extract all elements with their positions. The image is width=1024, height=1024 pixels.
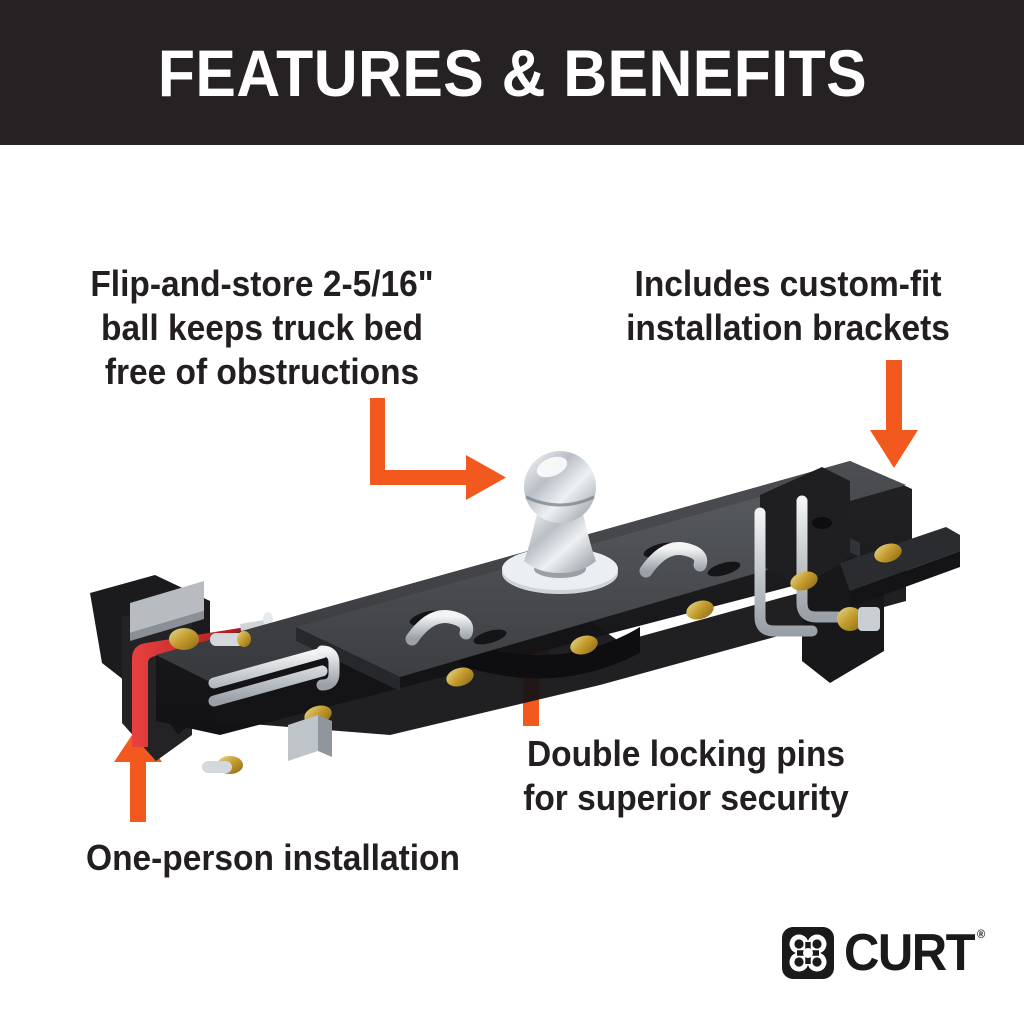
locking-latch-block	[288, 715, 332, 761]
brand-logo: CURT®	[782, 922, 985, 984]
brand-name: CURT	[844, 923, 976, 982]
callout-text-install: One-person installation	[86, 837, 460, 878]
header-bar: FEATURES & BENEFITS	[0, 0, 1024, 145]
callout-text-brackets: Includes custom-fit installation bracket…	[626, 263, 950, 348]
registered-mark: ®	[976, 928, 986, 941]
brand-wordmark: CURT®	[844, 923, 985, 982]
elbow-down-right-arrow-icon	[370, 398, 506, 500]
callout-text-ball: Flip-and-store 2-5/16" ball keeps truck …	[90, 263, 434, 392]
product-image-gooseneck-hitch	[90, 451, 960, 774]
hitch-ball-chrome	[502, 451, 618, 594]
locking-pin	[837, 607, 880, 631]
page-title: FEATURES & BENEFITS	[157, 35, 867, 110]
down-arrow-icon	[870, 360, 918, 468]
mounting-stud	[202, 631, 251, 773]
u-bolt-hardware	[208, 495, 858, 707]
callout-text-pins: Double locking pins for superior securit…	[523, 733, 849, 818]
safety-chain-loops	[405, 541, 708, 646]
curt-clover-icon	[782, 927, 834, 979]
